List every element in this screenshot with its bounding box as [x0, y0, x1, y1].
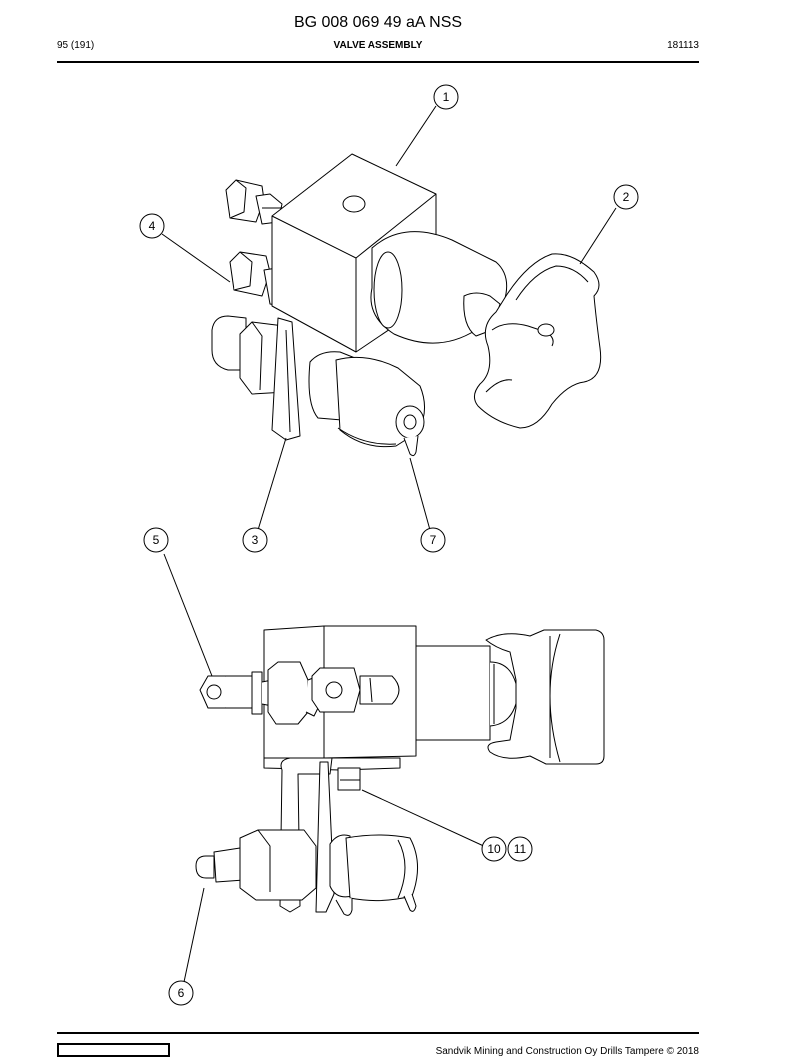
upper-view	[211, 153, 602, 457]
fitting-lower-side	[195, 829, 317, 901]
fitting-upper-left	[225, 179, 283, 225]
lower-view	[195, 625, 605, 916]
callout-6-label: 6	[178, 986, 185, 1000]
document-code: BG 008 069 49 aA NSS	[293, 14, 463, 31]
header-row: 95 (191) VALVE ASSEMBLY 181113	[57, 40, 699, 56]
sheet-title: VALVE ASSEMBLY	[333, 40, 423, 51]
callout-11-label: 11	[514, 842, 527, 856]
star-knob	[474, 253, 602, 429]
callout-2-label: 2	[623, 190, 630, 204]
callout-11	[507, 836, 533, 862]
callout-4-label: 4	[149, 219, 156, 233]
solenoid-upper-view	[308, 351, 425, 457]
callout-5-label: 5	[153, 533, 160, 547]
callout-bubbles	[139, 84, 639, 1006]
solenoid-side	[329, 834, 418, 916]
callout-6	[168, 980, 194, 1006]
callout-3-label: 3	[252, 533, 259, 547]
callout-2	[613, 184, 639, 210]
callout-7	[420, 527, 446, 553]
page-number: 95 (191)	[57, 40, 95, 51]
fitting-chain-side	[199, 661, 400, 725]
header-rule	[57, 61, 699, 63]
company-logo	[57, 1043, 170, 1057]
footer-rule	[57, 1032, 699, 1034]
callout-1	[433, 84, 459, 110]
callout-3	[242, 527, 268, 553]
callout-4	[139, 213, 165, 239]
callout-5	[143, 527, 169, 553]
leader-lines	[161, 105, 617, 983]
callout-1-label: 1	[443, 90, 450, 104]
date-code: 181113	[667, 40, 699, 51]
bracket-plate	[271, 317, 301, 441]
callout-7-label: 7	[430, 533, 437, 547]
star-knob-side	[485, 629, 605, 765]
valve-barrel-side	[415, 645, 519, 741]
callout-10	[481, 836, 507, 862]
valve-barrel	[370, 231, 508, 344]
callout-10-label: 10	[487, 842, 501, 856]
copyright-text: Sandvik Mining and Construction Oy Drill…	[435, 1046, 699, 1057]
